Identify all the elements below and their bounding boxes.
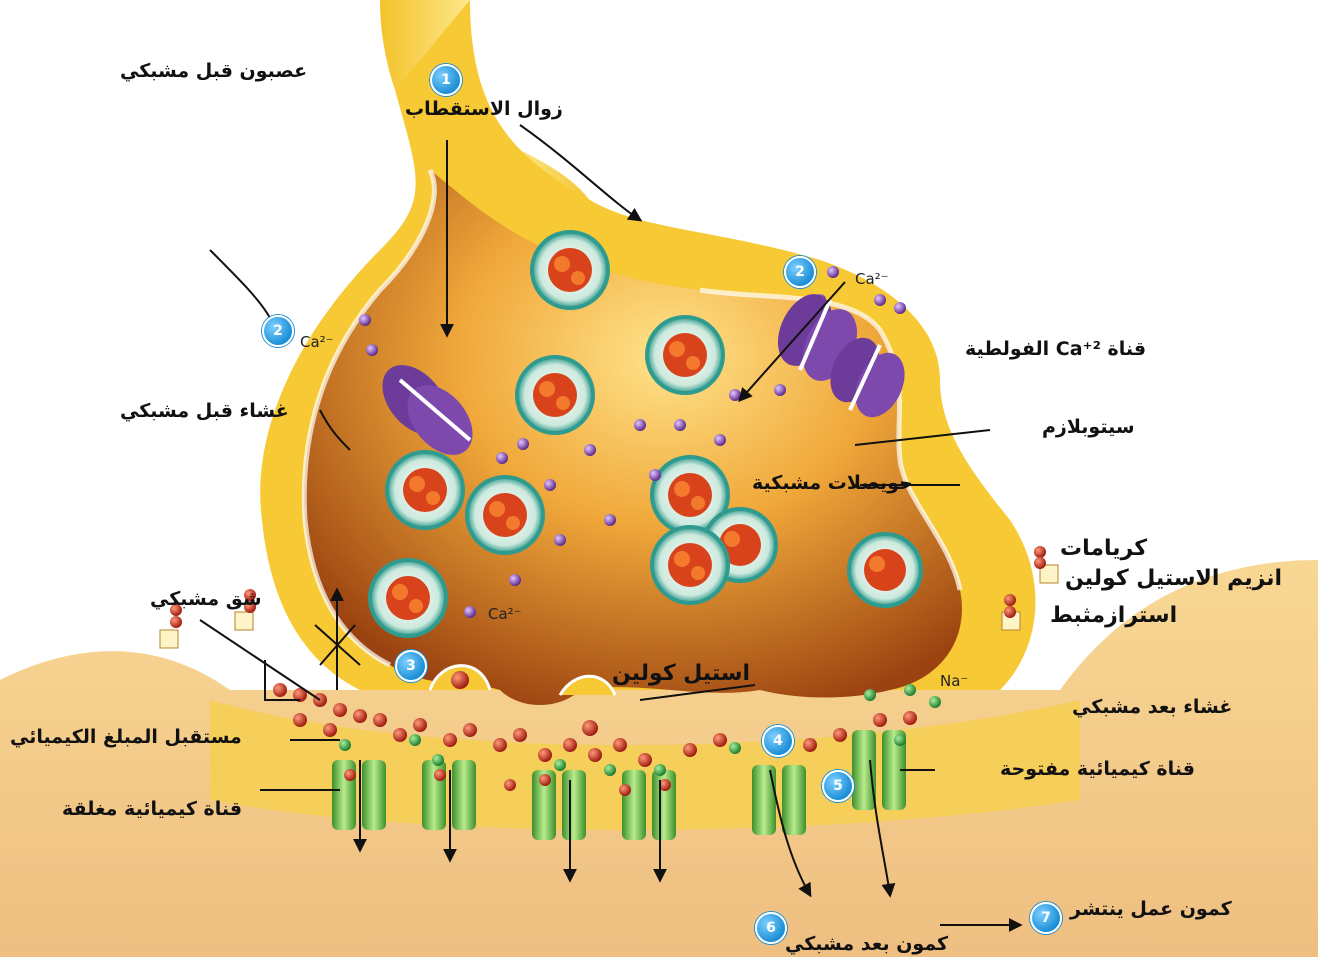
label-closed-chemical-channel: قناة كيميائية مغلقة	[62, 800, 242, 819]
step-badge-5: 5	[822, 770, 854, 802]
step-badge-2-left: 2	[262, 315, 294, 347]
vesicle	[467, 477, 543, 553]
label-propagating-action-potential: كمون عمل ينتشر	[1070, 900, 1232, 919]
label-esterase-inhibited: استرازمثبط	[1050, 605, 1177, 627]
label-ca-ion-right: Ca²⁻	[855, 270, 889, 288]
label-cytoplasm: سيتوبلازم	[1042, 418, 1135, 437]
label-postsynaptic-membrane: غشاء بعد مشبكي	[1072, 698, 1232, 717]
step-badge-2-right: 2	[784, 256, 816, 288]
vesicle	[647, 317, 723, 393]
label-synaptic-cleft: شق مشبكي	[150, 590, 262, 609]
step-badge-4: 4	[762, 725, 794, 757]
step-badge-3: 3	[395, 650, 427, 682]
label-depolarization: زوال الاستقطاب	[405, 100, 563, 119]
label-chemical-receptor: مستقبل المبلغ الكيميائي	[10, 728, 242, 747]
step-badge-1: 1	[430, 64, 462, 96]
vesicle	[517, 357, 593, 433]
label-presynaptic-neuron: عصبون قبل مشبكي	[120, 62, 307, 81]
vesicle	[370, 560, 446, 636]
label-acetylcholine: استيل كولين	[612, 663, 750, 685]
vesicle	[532, 232, 608, 308]
label-presynaptic-membrane: غشاء قبل مشبكي	[120, 402, 289, 421]
label-na-ion: Na⁻	[940, 672, 968, 690]
label-choline: كريامات	[1060, 538, 1147, 560]
label-ca-ion-left: Ca²⁻	[300, 333, 334, 351]
label-postsynaptic-potential: كمون بعد مشبكي	[785, 935, 948, 954]
step-badge-6: 6	[755, 912, 787, 944]
step-badge-7: 7	[1030, 902, 1062, 934]
vesicle	[387, 452, 463, 528]
vesicle	[849, 534, 921, 606]
label-acetylcholine-esterase: انزيم الاستيل كولين	[1065, 568, 1282, 590]
label-voltage-ca-channel: قناة Ca⁺² الفولطية	[965, 340, 1146, 359]
label-open-chemical-channel: قناة كيميائية مفتوحة	[1000, 760, 1195, 779]
label-synaptic-vesicles: حويصلات مشبكية	[752, 474, 913, 493]
vesicle	[652, 527, 728, 603]
label-ca-ion-bottom: Ca²⁻	[488, 605, 522, 623]
